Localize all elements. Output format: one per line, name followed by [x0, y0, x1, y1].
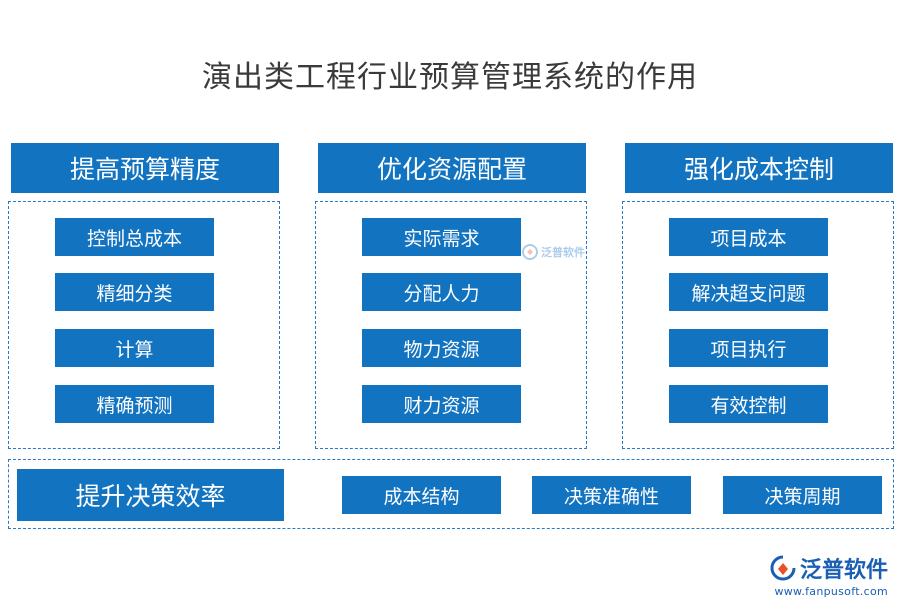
column-panel-cost-control — [622, 201, 894, 449]
item-calculation: 计算 — [55, 329, 214, 367]
item-project-cost: 项目成本 — [669, 218, 828, 256]
item-fine-classification: 精细分类 — [55, 273, 214, 311]
center-watermark: 泛普软件 — [522, 244, 585, 260]
item-project-execution: 项目执行 — [669, 329, 828, 367]
bottom-item-decision-cycle: 决策周期 — [723, 476, 882, 514]
item-actual-demand: 实际需求 — [362, 218, 521, 256]
bottom-panel — [8, 459, 894, 529]
item-solve-overspend: 解决超支问题 — [669, 273, 828, 311]
corner-logo: 泛普软件 www.fanpusoft.com — [770, 552, 888, 598]
bottom-main-decision-efficiency: 提升决策效率 — [17, 469, 284, 521]
item-financial-resources: 财力资源 — [362, 385, 521, 423]
watermark-brand-text: 泛普软件 — [541, 246, 585, 259]
bottom-item-cost-structure: 成本结构 — [342, 476, 501, 514]
item-material-resources: 物力资源 — [362, 329, 521, 367]
logo-url: www.fanpusoft.com — [774, 585, 888, 598]
item-control-total-cost: 控制总成本 — [55, 218, 214, 256]
column-panel-resources — [315, 201, 587, 449]
column-header-precision: 提高预算精度 — [11, 143, 279, 193]
item-effective-control: 有效控制 — [669, 385, 828, 423]
bottom-item-decision-accuracy: 决策准确性 — [532, 476, 691, 514]
item-accurate-forecast: 精确预测 — [55, 385, 214, 423]
column-panel-precision — [8, 201, 280, 449]
brand-logo-icon — [770, 555, 796, 581]
column-header-resources: 优化资源配置 — [318, 143, 586, 193]
brand-logo-icon — [522, 244, 538, 260]
diagram-title: 演出类工程行业预算管理系统的作用 — [202, 60, 698, 95]
logo-brand-name: 泛普软件 — [799, 558, 888, 583]
column-header-cost-control: 强化成本控制 — [625, 143, 893, 193]
item-allocate-manpower: 分配人力 — [362, 273, 521, 311]
